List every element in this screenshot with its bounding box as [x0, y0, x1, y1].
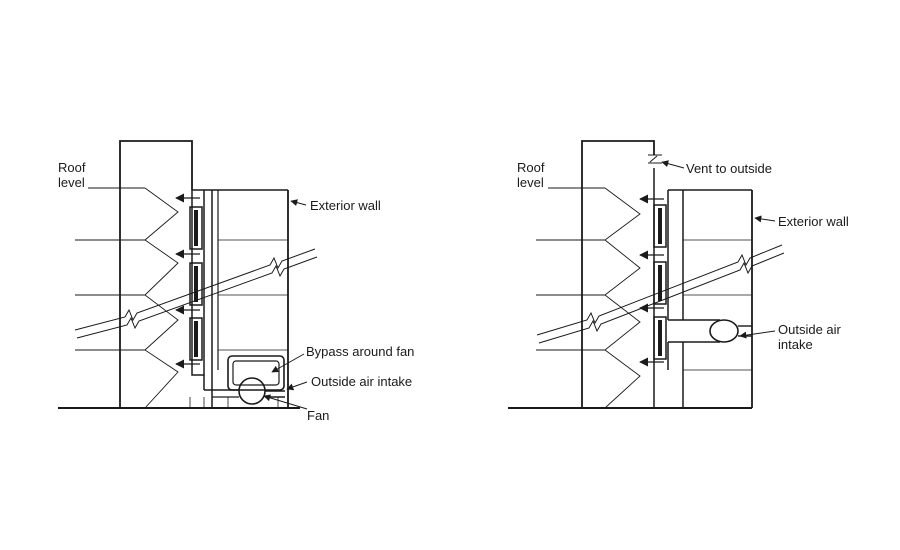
left-air-distribution	[144, 187, 179, 409]
right-air-distribution	[604, 187, 641, 409]
right-outside-air-label-2: intake	[778, 337, 813, 352]
right-diagram: Roof level Vent to outside Exterior wall…	[508, 140, 849, 409]
right-callout-arrows	[661, 160, 776, 339]
left-bypass-label: Bypass around fan	[306, 344, 414, 359]
right-floor-vents	[653, 204, 667, 360]
left-floor-lines	[75, 187, 288, 351]
right-roof-level-label-2: level	[517, 175, 544, 190]
right-exterior-wall-label: Exterior wall	[778, 214, 849, 229]
left-shaft	[203, 190, 240, 391]
left-building-outline	[119, 140, 289, 408]
right-supply-arrows	[639, 194, 664, 367]
right-vent	[648, 154, 662, 164]
left-fan-assembly	[189, 355, 285, 408]
left-roof-level-label-1: Roof	[58, 160, 86, 175]
right-outside-air-label-1: Outside air	[778, 322, 842, 337]
right-break-line	[536, 244, 785, 344]
left-break-line	[74, 248, 318, 339]
left-fan-label: Fan	[307, 408, 329, 423]
left-roof-level-label-2: level	[58, 175, 85, 190]
left-diagram: Roof level Exterior wall Bypass around f…	[58, 140, 414, 423]
left-supply-arrows	[175, 193, 200, 369]
left-outside-air-intake-label: Outside air intake	[311, 374, 412, 389]
right-vent-label: Vent to outside	[686, 161, 772, 176]
left-callout-arrows	[263, 199, 308, 410]
right-roof-level-label-1: Roof	[517, 160, 545, 175]
right-floor-lines	[536, 187, 752, 371]
right-building-outline	[581, 140, 753, 408]
left-floor-vents	[189, 206, 203, 361]
right-intake-duct	[668, 319, 752, 343]
left-exterior-wall-label: Exterior wall	[310, 198, 381, 213]
